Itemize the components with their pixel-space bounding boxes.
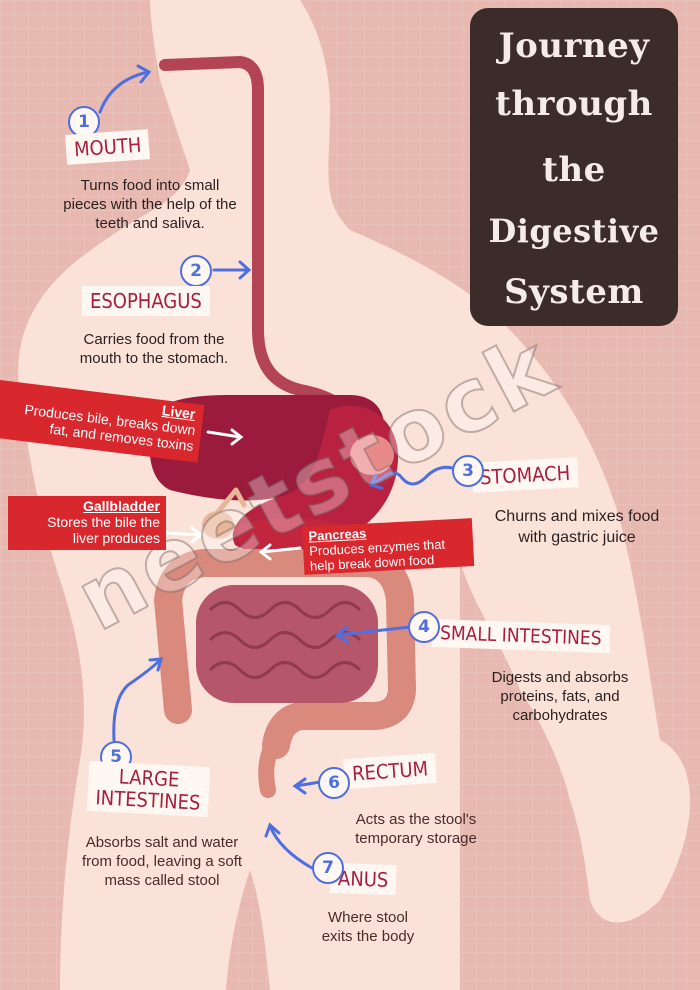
stomach-highlight xyxy=(350,435,394,475)
arrow-mouth-head xyxy=(136,64,152,84)
large-intestine-shape xyxy=(154,549,416,759)
gallbladder-shape xyxy=(202,511,234,539)
arrow-pancreas-head xyxy=(258,543,272,561)
step-3-number: 3 xyxy=(452,455,484,487)
title-line-2: through xyxy=(495,84,653,124)
arrow-small-intestine xyxy=(336,625,412,637)
title-line-1: Journey xyxy=(498,26,650,66)
arrow-large-intestine xyxy=(112,658,162,742)
bile-duct xyxy=(215,487,247,515)
arrow-gallbladder-head xyxy=(190,526,204,544)
arrow-anus xyxy=(268,824,314,870)
gallbladder-callout-name: Gallbladder xyxy=(82,498,160,514)
arrow-pancreas xyxy=(260,546,302,554)
step-2-number: 2 xyxy=(180,255,212,287)
arrow-liver xyxy=(206,430,242,439)
rectum-shape xyxy=(258,732,284,798)
title-line-3: the xyxy=(542,150,606,190)
arrow-rectum-head xyxy=(292,777,307,795)
callout-arrows xyxy=(164,428,302,561)
step-6-number: 6 xyxy=(318,767,350,799)
title-line-5: System xyxy=(504,272,644,312)
step-3-label: STOMACH xyxy=(471,457,579,493)
arrow-liver-head xyxy=(230,428,244,446)
arrow-mouth xyxy=(98,70,150,114)
title-line-4: Digestive xyxy=(488,212,660,250)
arrow-small-intestine-head xyxy=(334,625,350,644)
step-arrows xyxy=(98,64,460,870)
arrow-esophagus-head xyxy=(238,260,252,280)
arrow-stomach xyxy=(370,465,460,486)
step-1-number: 1 xyxy=(68,106,100,138)
step-7-number: 7 xyxy=(312,852,344,884)
step-1-label: MOUTH xyxy=(65,129,151,165)
small-intestine-shape xyxy=(196,585,378,703)
small-intestine-folds xyxy=(208,601,362,679)
arrow-stomach-head xyxy=(368,473,384,490)
step-6-label: RECTUM xyxy=(343,752,438,790)
arrow-gallbladder xyxy=(164,531,202,537)
arrow-anus-head xyxy=(264,822,281,838)
arrow-large-intestine-head xyxy=(148,657,164,672)
step-2-label: ESOPHAGUS xyxy=(82,286,210,316)
step-4-number: 4 xyxy=(408,611,440,643)
arrow-rectum xyxy=(294,780,322,788)
title-box: Journey through the Digestive System xyxy=(470,8,678,326)
